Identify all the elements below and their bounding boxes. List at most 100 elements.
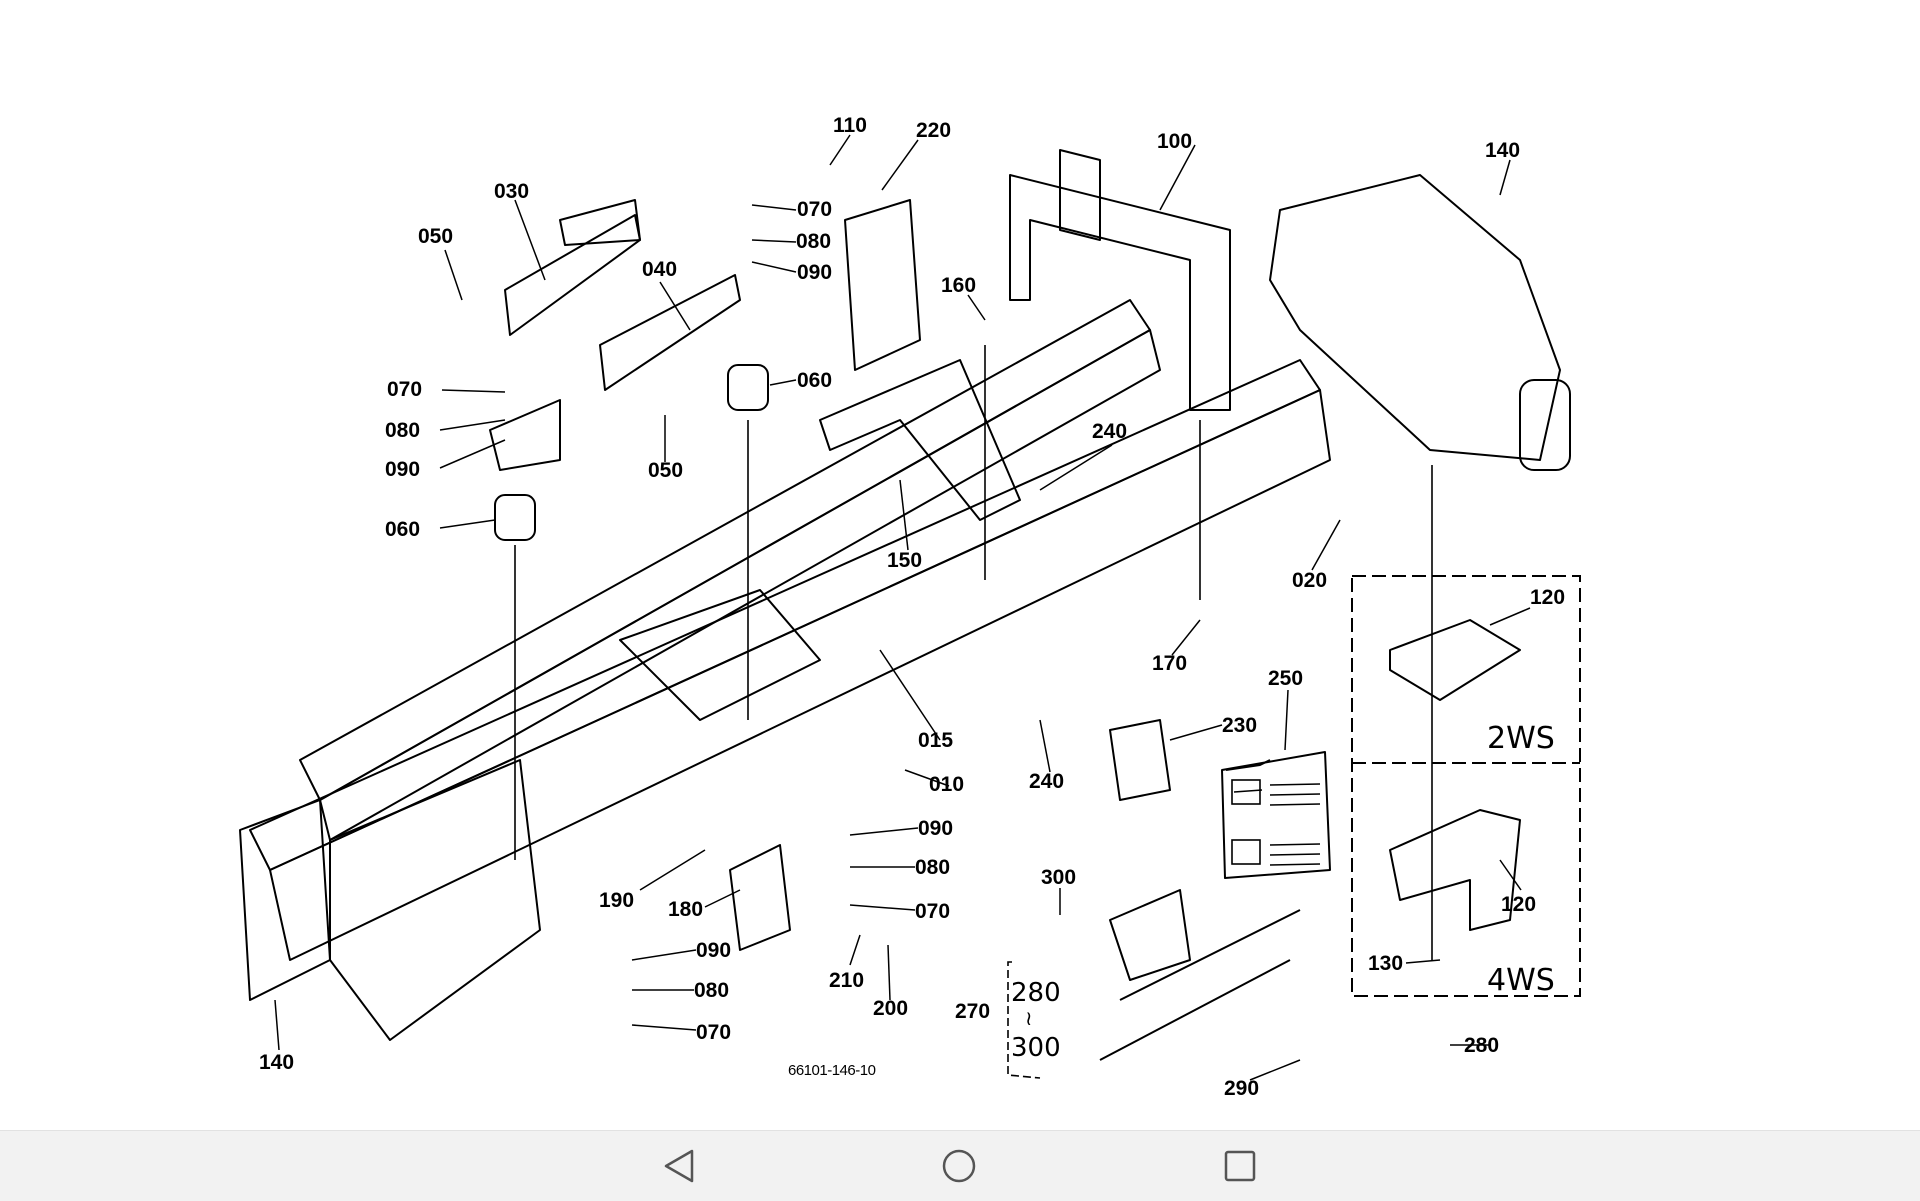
callout-130[interactable]: 130 (1368, 952, 1404, 975)
frame-front-plate (329, 759, 541, 1041)
manual-box-1 (1233, 789, 1263, 793)
cross-member (819, 359, 1021, 521)
recents-button[interactable] (1212, 1141, 1268, 1191)
callout-110[interactable]: 110 (833, 114, 867, 137)
callout-015[interactable]: 015 (918, 729, 954, 752)
rubber-mount-060-left (494, 494, 536, 541)
leader-line (439, 419, 506, 431)
callout-010[interactable]: 010 (929, 773, 965, 796)
leader-line (751, 204, 797, 211)
callout-080-right[interactable]: 080 (915, 856, 951, 879)
manual-text-line (1269, 803, 1321, 806)
callout-070-left[interactable]: 070 (387, 378, 423, 401)
callout-150[interactable]: 150 (887, 549, 923, 572)
plate-220 (844, 199, 921, 371)
leader-line (639, 849, 706, 891)
leader-line (631, 1024, 697, 1031)
callout-030[interactable]: 030 (494, 180, 530, 203)
callout-140-top[interactable]: 140 (1485, 139, 1521, 162)
plate-040 (599, 274, 741, 391)
callout-230[interactable]: 230 (1222, 714, 1258, 737)
bracket-230 (1109, 719, 1171, 801)
manual-text-line (1269, 783, 1321, 786)
manual-corner (1225, 759, 1271, 771)
callout-120-2ws[interactable]: 120 (1530, 586, 1566, 609)
callout-240-top[interactable]: 240 (1092, 420, 1128, 443)
callout-210[interactable]: 210 (829, 969, 865, 992)
callout-180[interactable]: 180 (668, 898, 704, 921)
callout-080-bottom[interactable]: 080 (694, 979, 730, 1002)
leader-lines (274, 134, 1531, 1081)
callout-060-center[interactable]: 060 (797, 369, 833, 392)
plate-030-flange (559, 199, 641, 246)
operator-manual (1221, 751, 1331, 879)
leader-line (704, 889, 741, 908)
callout-160[interactable]: 160 (941, 274, 977, 297)
leader-line (1039, 444, 1113, 491)
callout-280[interactable]: 280 (1464, 1034, 1500, 1057)
callout-200[interactable]: 200 (873, 997, 909, 1020)
callout-050-top[interactable]: 050 (418, 225, 454, 248)
callout-290[interactable]: 290 (1224, 1077, 1260, 1100)
leader-line (1169, 724, 1223, 741)
back-triangle-icon (664, 1149, 694, 1183)
leader-line (849, 904, 916, 911)
callout-170[interactable]: 170 (1152, 652, 1188, 675)
leader-line (1249, 1059, 1301, 1081)
leader-line (1405, 959, 1441, 964)
callout-090-right[interactable]: 090 (918, 817, 954, 840)
bracket-270 (1109, 889, 1191, 981)
callout-070-bottom[interactable]: 070 (696, 1021, 732, 1044)
mount-bracket-left (489, 399, 561, 471)
frame-rail-lower-side (269, 389, 1331, 961)
home-button[interactable] (931, 1141, 987, 1191)
callout-070-top[interactable]: 070 (797, 198, 833, 221)
callout-090-left[interactable]: 090 (385, 458, 421, 481)
callout-050-mid[interactable]: 050 (648, 459, 684, 482)
rear-axle-housing (1519, 379, 1571, 471)
callout-090-bottom[interactable]: 090 (696, 939, 732, 962)
callout-100[interactable]: 100 (1157, 130, 1193, 153)
drawing-code: 66101-146-10 (788, 1062, 876, 1079)
leader-line (849, 827, 919, 836)
callout-060-left[interactable]: 060 (385, 518, 421, 541)
bracket-120-2ws (1389, 619, 1521, 701)
bracket-180 (729, 844, 791, 951)
callout-250[interactable]: 250 (1268, 667, 1304, 690)
leader-line (1171, 619, 1201, 656)
leader-line (1039, 719, 1051, 773)
frame-exploded-view (239, 134, 1581, 1081)
recents-square-icon (1224, 1150, 1256, 1182)
frame-rail-upper (299, 299, 1151, 801)
callout-300[interactable]: 300 (1041, 866, 1077, 889)
leader-line (849, 934, 861, 966)
leader-line (274, 999, 280, 1051)
callout-120-4ws[interactable]: 120 (1501, 893, 1537, 916)
callout-080-top[interactable]: 080 (796, 230, 832, 253)
callout-090-top[interactable]: 090 (797, 261, 833, 284)
leader-line (967, 294, 986, 321)
range-top: 280 (1011, 978, 1061, 1008)
leader-line (751, 261, 797, 273)
rear-gear-case (1269, 174, 1561, 461)
leader-line (631, 949, 697, 961)
leader-line (887, 944, 891, 1001)
callout-070-right[interactable]: 070 (915, 900, 951, 923)
leader-line (439, 439, 506, 469)
plate-030 (504, 214, 641, 336)
lower-rail-b (1099, 959, 1291, 1061)
callout-220[interactable]: 220 (916, 119, 952, 142)
back-button[interactable] (652, 1141, 708, 1191)
callout-190[interactable]: 190 (599, 889, 635, 912)
callout-080-left[interactable]: 080 (385, 419, 421, 442)
leader-line (439, 519, 496, 529)
callout-040[interactable]: 040 (642, 258, 678, 281)
leader-line (751, 239, 797, 243)
callout-240-bottom[interactable]: 240 (1029, 770, 1065, 793)
rubber-mount-060-center (727, 364, 769, 411)
callout-140-bottom[interactable]: 140 (259, 1051, 295, 1074)
callout-270[interactable]: 270 (955, 1000, 991, 1023)
leader-line (879, 649, 941, 741)
leader-line (444, 249, 463, 301)
callout-020[interactable]: 020 (1292, 569, 1328, 592)
